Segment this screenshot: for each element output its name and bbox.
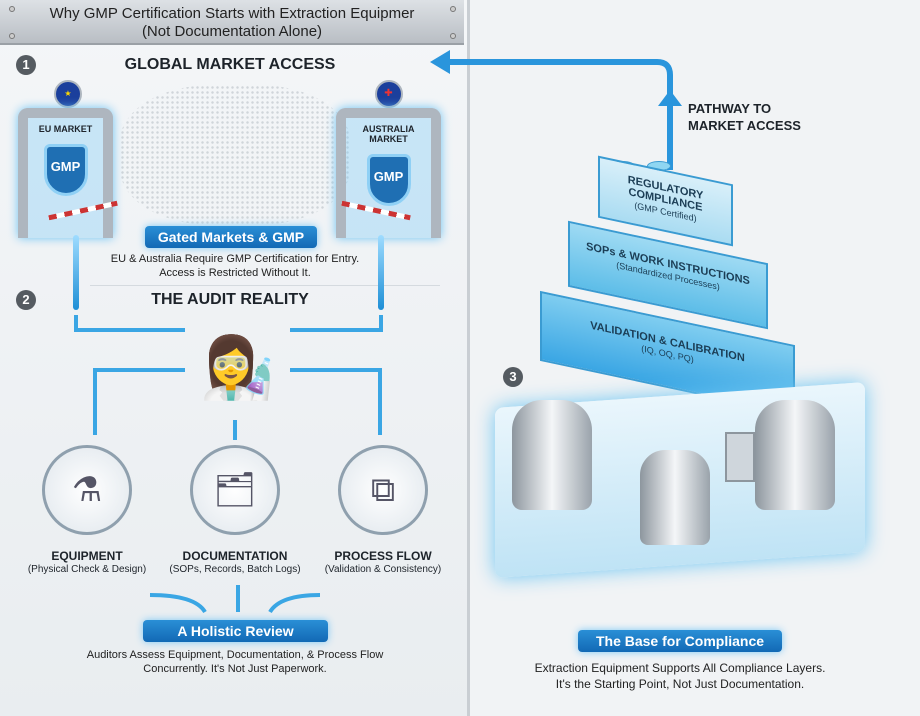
badge-base-for-compliance: The Base for Compliance: [578, 630, 782, 652]
tank-icon: [512, 400, 592, 510]
australia-flag-icon: ✚: [374, 80, 403, 108]
section1-desc-2: Access is Restricted Without It.: [159, 267, 311, 279]
arrow-path: [268, 593, 321, 614]
title-banner: Why GMP Certification Starts with Extrac…: [0, 0, 464, 45]
section1-desc-1: EU & Australia Require GMP Certification…: [110, 253, 360, 265]
world-map-icon: [120, 85, 350, 225]
screw-icon: [9, 6, 15, 12]
title-line-2: (Not Documentation Alone): [141, 23, 323, 40]
pathway-line-1: PATHWAY TO: [688, 101, 772, 116]
pathway-label: PATHWAY TO MARKET ACCESS: [688, 100, 801, 134]
section-heading-audit-reality: THE AUDIT REALITY: [151, 291, 309, 308]
gate-label: EU MARKET: [38, 124, 93, 134]
screw-icon: [450, 33, 456, 39]
sub-documentation: (SOPs, Records, Batch Logs): [169, 564, 301, 575]
documents-icon: 🗂: [190, 445, 280, 535]
divider: [90, 285, 440, 286]
flowchart-icon: ⧉: [338, 445, 428, 535]
section3-desc-2: It's the Starting Point, Not Just Docume…: [555, 677, 805, 691]
tank-icon: [755, 400, 835, 510]
badge-holistic-review: A Holistic Review: [143, 620, 328, 642]
arrow-path: [149, 593, 207, 614]
arrow-path: [290, 368, 382, 435]
pathway-line-2: MARKET ACCESS: [688, 118, 801, 133]
gmp-shield-icon: GMP: [366, 154, 411, 206]
section3-desc-1: Extraction Equipment Supports All Compli…: [534, 661, 826, 675]
eu-market-gate: ★ EU MARKET GMP: [18, 80, 118, 238]
gate-icon: EU MARKET GMP: [18, 108, 113, 238]
step-number-1: 1: [16, 55, 36, 75]
screw-icon: [9, 33, 15, 39]
step-number-3: 3: [503, 367, 523, 387]
sub-process-flow: (Validation & Consistency): [324, 564, 442, 575]
section-heading-global-market-access: GLOBAL MARKET ACCESS: [124, 56, 336, 73]
label-documentation: DOCUMENTATION: [182, 549, 288, 563]
section2-desc-1: Auditors Assess Equipment, Documentation…: [86, 649, 384, 661]
section2-desc-2: Concurrently. It's Not Just Paperwork.: [143, 663, 327, 675]
auditor-icon: 👩‍🔬: [200, 334, 275, 401]
arrow-path: [74, 315, 185, 332]
gmp-shield-icon: GMP: [43, 144, 88, 196]
step-number-2: 2: [16, 290, 36, 310]
control-panel-icon: [725, 432, 755, 482]
equipment-icon: ⚗: [42, 445, 132, 535]
tank-icon: [640, 450, 710, 545]
gate-icon: AUSTRALIA MARKET GMP: [336, 108, 441, 238]
sub-equipment: (Physical Check & Design): [27, 564, 147, 575]
title-line-1: Why GMP Certification Starts with Extrac…: [49, 5, 415, 22]
label-equipment: EQUIPMENT: [51, 549, 123, 563]
arrow-path: [93, 368, 185, 435]
australia-market-gate: ✚ AUSTRALIA MARKET GMP: [336, 80, 441, 238]
pathway-arrow: [430, 50, 682, 170]
label-process-flow: PROCESS FLOW: [334, 549, 432, 563]
gate-label: AUSTRALIA MARKET: [362, 124, 415, 144]
badge-gated-markets: Gated Markets & GMP: [145, 226, 317, 248]
down-arrow-left: [73, 235, 79, 310]
screw-icon: [450, 6, 456, 12]
eu-flag-icon: ★: [54, 80, 82, 108]
audit-flow-arrows: [74, 315, 383, 614]
arrow-path: [290, 315, 383, 332]
down-arrow-right: [378, 235, 384, 310]
